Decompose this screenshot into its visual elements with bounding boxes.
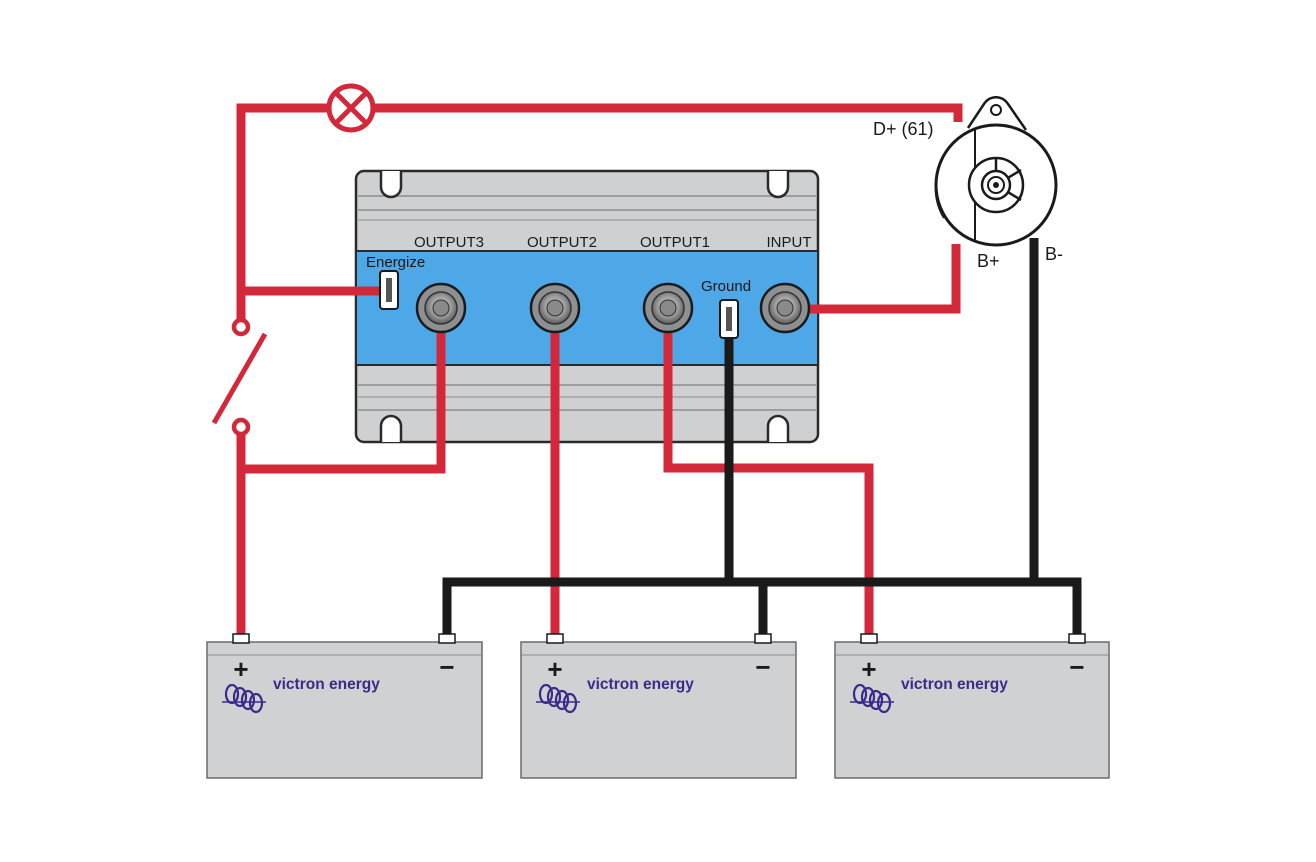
switch-icon	[211, 317, 268, 437]
battery-1-negative-post	[438, 633, 456, 644]
energize-label: Energize	[366, 254, 425, 271]
battery-3-brand: victron energy	[901, 676, 1008, 693]
battery-2-minus-sign: −	[755, 652, 770, 682]
negative-wires	[442, 238, 1082, 636]
energize-terminal	[379, 270, 399, 310]
battery-2-plus-sign: +	[547, 654, 562, 684]
b-plus-label: B+	[977, 251, 1000, 271]
victron-logo-icon	[222, 683, 266, 714]
battery-1-minus-sign: −	[439, 652, 454, 682]
victron-logo-icon	[850, 683, 894, 714]
battery-1: + − victron energy	[206, 633, 483, 779]
battery-2-brand: victron energy	[587, 676, 694, 693]
lamp-indicator-icon	[326, 83, 376, 133]
battery-3-negative-post	[1068, 633, 1086, 644]
ground-label: Ground	[701, 278, 751, 295]
terminal-stud-output3	[415, 282, 467, 334]
victron-logo-icon	[536, 683, 580, 714]
wire-output1	[663, 328, 874, 636]
battery-1-plus-sign: +	[233, 654, 248, 684]
wire-output3	[241, 328, 446, 474]
output2-label: OUTPUT2	[527, 234, 597, 251]
wire-input-b-plus	[810, 244, 961, 314]
terminal-stud-output2	[529, 282, 581, 334]
terminal-stud-output1	[642, 282, 694, 334]
battery-2-positive-post	[546, 633, 564, 644]
battery-3-positive-post	[860, 633, 878, 644]
battery-3-minus-sign: −	[1069, 652, 1084, 682]
battery-1-brand: victron energy	[273, 676, 380, 693]
terminal-stud-input	[759, 282, 811, 334]
battery-2: + − victron energy	[520, 633, 797, 779]
ground-terminal	[719, 299, 739, 339]
input-label: INPUT	[767, 234, 812, 251]
battery-2-negative-post	[754, 633, 772, 644]
output1-label: OUTPUT1	[640, 234, 710, 251]
battery-1-positive-post	[232, 633, 250, 644]
output3-label: OUTPUT3	[414, 234, 484, 251]
wire-d-plus-lamp	[236, 103, 963, 320]
battery-3-plus-sign: +	[861, 654, 876, 684]
b-minus-label: B-	[1045, 244, 1063, 264]
alternator-icon	[934, 95, 1058, 247]
d-plus-label: D+ (61)	[873, 119, 934, 139]
battery-3: + − victron energy	[834, 633, 1110, 779]
